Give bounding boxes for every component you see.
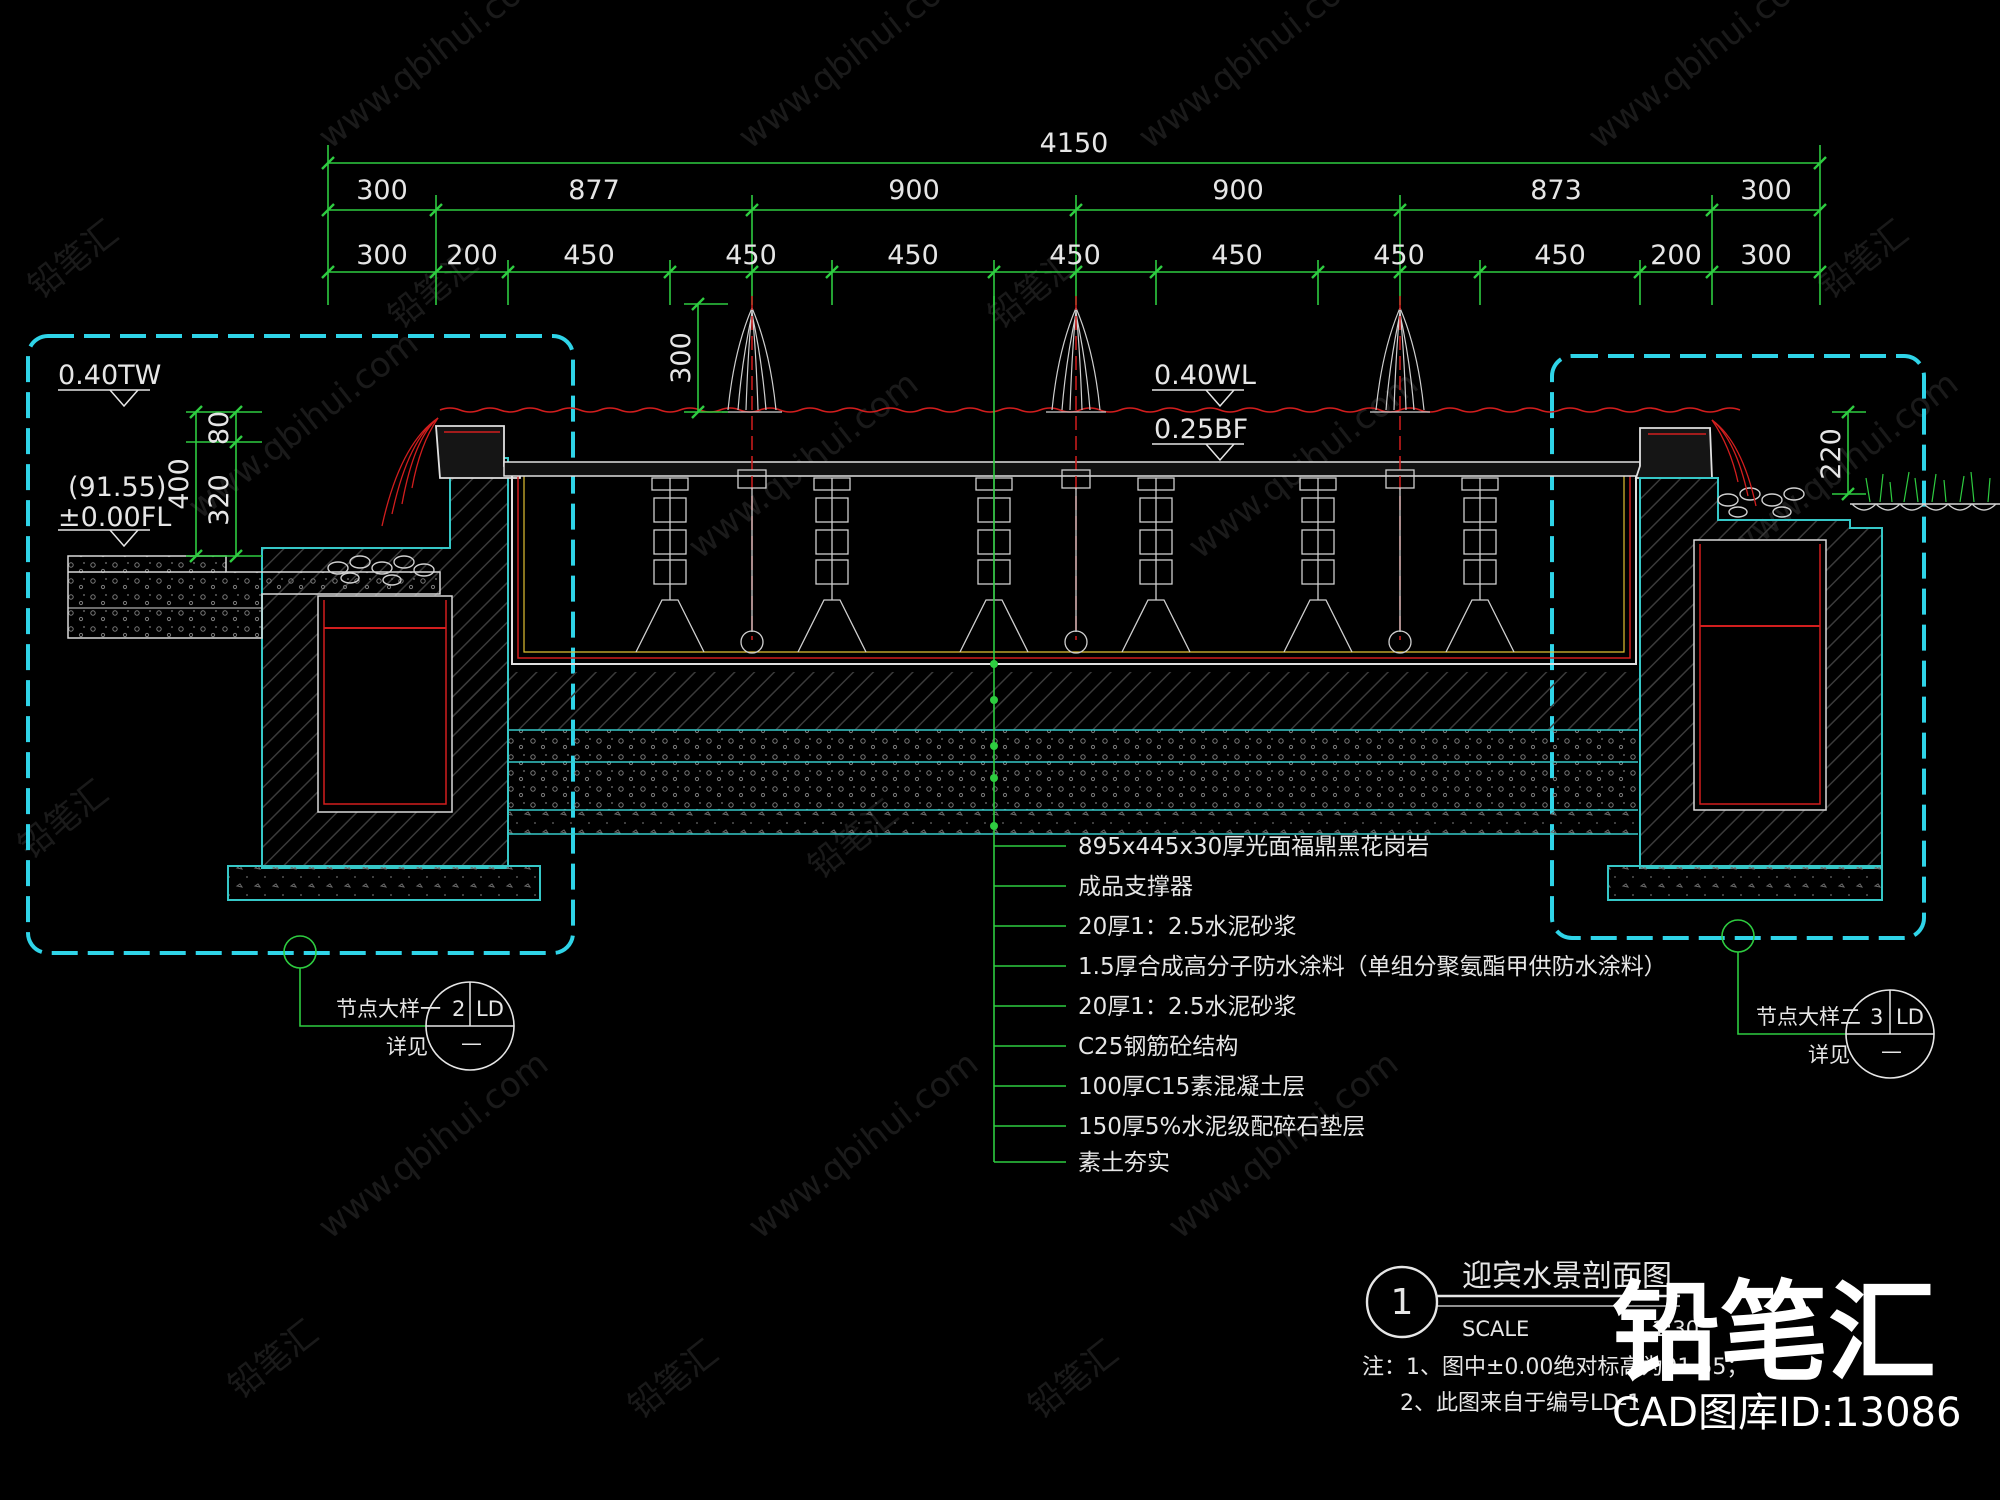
- dim-jet-300: 300: [666, 332, 697, 384]
- dim-left-80: 80: [204, 411, 235, 445]
- watermark-brand: 铅笔汇: [621, 1333, 726, 1427]
- title-block: 1 迎宾水景剖面图 SCALE 1:30 注：1、图中±0.00绝对标高为91.…: [1362, 1259, 1748, 1416]
- watermark-url: www.qbihui.com: [1581, 0, 1826, 157]
- detail-left-num: 2: [452, 997, 465, 1021]
- detail-left-label: 节点大样一: [336, 997, 441, 1021]
- note-1: 注：1、图中±0.00绝对标高为91.55；: [1362, 1355, 1748, 1380]
- dim-row2-6: 450: [1049, 240, 1101, 271]
- layer-3: 20厚1：2.5水泥砂浆: [1078, 914, 1296, 940]
- detail-frame-right: [1550, 354, 1926, 940]
- brand-logo: 铅笔汇: [1612, 1271, 1936, 1396]
- dim-row2-5: 450: [887, 240, 939, 271]
- dim-row1-2: 877: [568, 175, 620, 206]
- dim-row2-3: 450: [563, 240, 615, 271]
- drawing-title: 迎宾水景剖面图: [1462, 1259, 1672, 1294]
- dim-row2-12: 300: [1740, 240, 1792, 271]
- title-number: 1: [1391, 1282, 1414, 1323]
- level-bf: 0.25BF: [1154, 414, 1248, 445]
- layer-6: C25钢筋砼结构: [1078, 1034, 1238, 1060]
- scale-label: SCALE: [1462, 1317, 1529, 1341]
- footing-left: [227, 865, 541, 901]
- detail-left-see: 详见: [386, 1035, 428, 1059]
- detail-left-sheet: —: [461, 1031, 482, 1055]
- detail-callout-left: 节点大样一 详见 2 LD —: [283, 935, 515, 1071]
- watermark-url: www.qbihui.com: [741, 1043, 986, 1247]
- dim-row1-3: 900: [888, 175, 940, 206]
- layer-9: 素土夯实: [1078, 1150, 1170, 1176]
- detail-frame-left: [26, 334, 575, 955]
- detail-right-code: LD: [1896, 1005, 1924, 1029]
- layer-4: 1.5厚合成高分子防水涂料（单组分聚氨酯甲供防水涂料）: [1078, 954, 1667, 980]
- dim-row2-7: 450: [1211, 240, 1263, 271]
- detail-right-see: 详见: [1808, 1043, 1850, 1067]
- level-abs: (91.55): [68, 472, 166, 503]
- level-fl: ±0.00FL: [58, 502, 171, 533]
- watermark-brand: 铅笔汇: [1811, 213, 1916, 307]
- watermark-brand: 铅笔汇: [221, 1313, 326, 1407]
- layer-5: 20厚1：2.5水泥砂浆: [1078, 994, 1296, 1020]
- watermark-brand: 铅笔汇: [1021, 1333, 1126, 1427]
- level-tw: 0.40TW: [58, 360, 161, 391]
- watermark-url: www.qbihui.com: [731, 0, 976, 157]
- scale-value: 1:30: [1652, 1317, 1699, 1341]
- dim-left-320: 320: [204, 474, 235, 526]
- cad-library-id: CAD图库ID:13086: [1612, 1390, 1961, 1436]
- pool-structure: [67, 296, 2000, 901]
- detail-right-sheet: —: [1881, 1039, 1902, 1063]
- layer-7: 100厚C15素混凝土层: [1078, 1074, 1305, 1100]
- watermark-url: www.qbihui.com: [311, 0, 556, 157]
- layer-1: 895x445x30厚光面福鼎黑花岗岩: [1078, 834, 1429, 860]
- dim-row2-9: 450: [1534, 240, 1586, 271]
- detail-callout-right: 节点大样二 详见 3 LD —: [1721, 919, 1935, 1079]
- dimension-chain: [321, 145, 1827, 305]
- vertical-dimensions: [186, 297, 1866, 563]
- dim-total: 4150: [1040, 128, 1109, 159]
- watermark-brand: 铅笔汇: [11, 773, 116, 867]
- layer-2: 成品支撑器: [1078, 874, 1193, 900]
- dim-row2-4: 450: [725, 240, 777, 271]
- detail-right-label: 节点大样二: [1756, 1005, 1861, 1029]
- detail-left-code: LD: [476, 997, 504, 1021]
- dim-row2-2: 200: [446, 240, 498, 271]
- watermark-brand: 铅笔汇: [21, 213, 126, 307]
- dim-row1-6: 300: [1740, 175, 1792, 206]
- dim-row2-1: 300: [356, 240, 408, 271]
- note-2: 2、此图来自于编号LD-1: [1400, 1391, 1641, 1416]
- dim-left-400: 400: [164, 458, 195, 510]
- level-markers: [58, 389, 1244, 548]
- layer-8: 150厚5%水泥级配碎石垫层: [1078, 1114, 1365, 1140]
- level-wl: 0.40WL: [1154, 360, 1256, 391]
- dim-row2-11: 200: [1650, 240, 1702, 271]
- watermark-url: www.qbihui.com: [311, 1043, 556, 1247]
- footing-right: [1607, 865, 1883, 901]
- dim-right-220: 220: [1816, 428, 1847, 480]
- dim-row1-5: 873: [1530, 175, 1582, 206]
- dim-row1-4: 900: [1212, 175, 1264, 206]
- dim-row2-8: 450: [1373, 240, 1425, 271]
- dim-row1-1: 300: [356, 175, 408, 206]
- detail-right-num: 3: [1870, 1005, 1883, 1029]
- watermark-url: www.qbihui.com: [1131, 0, 1376, 157]
- layer-leader: [990, 296, 1066, 1163]
